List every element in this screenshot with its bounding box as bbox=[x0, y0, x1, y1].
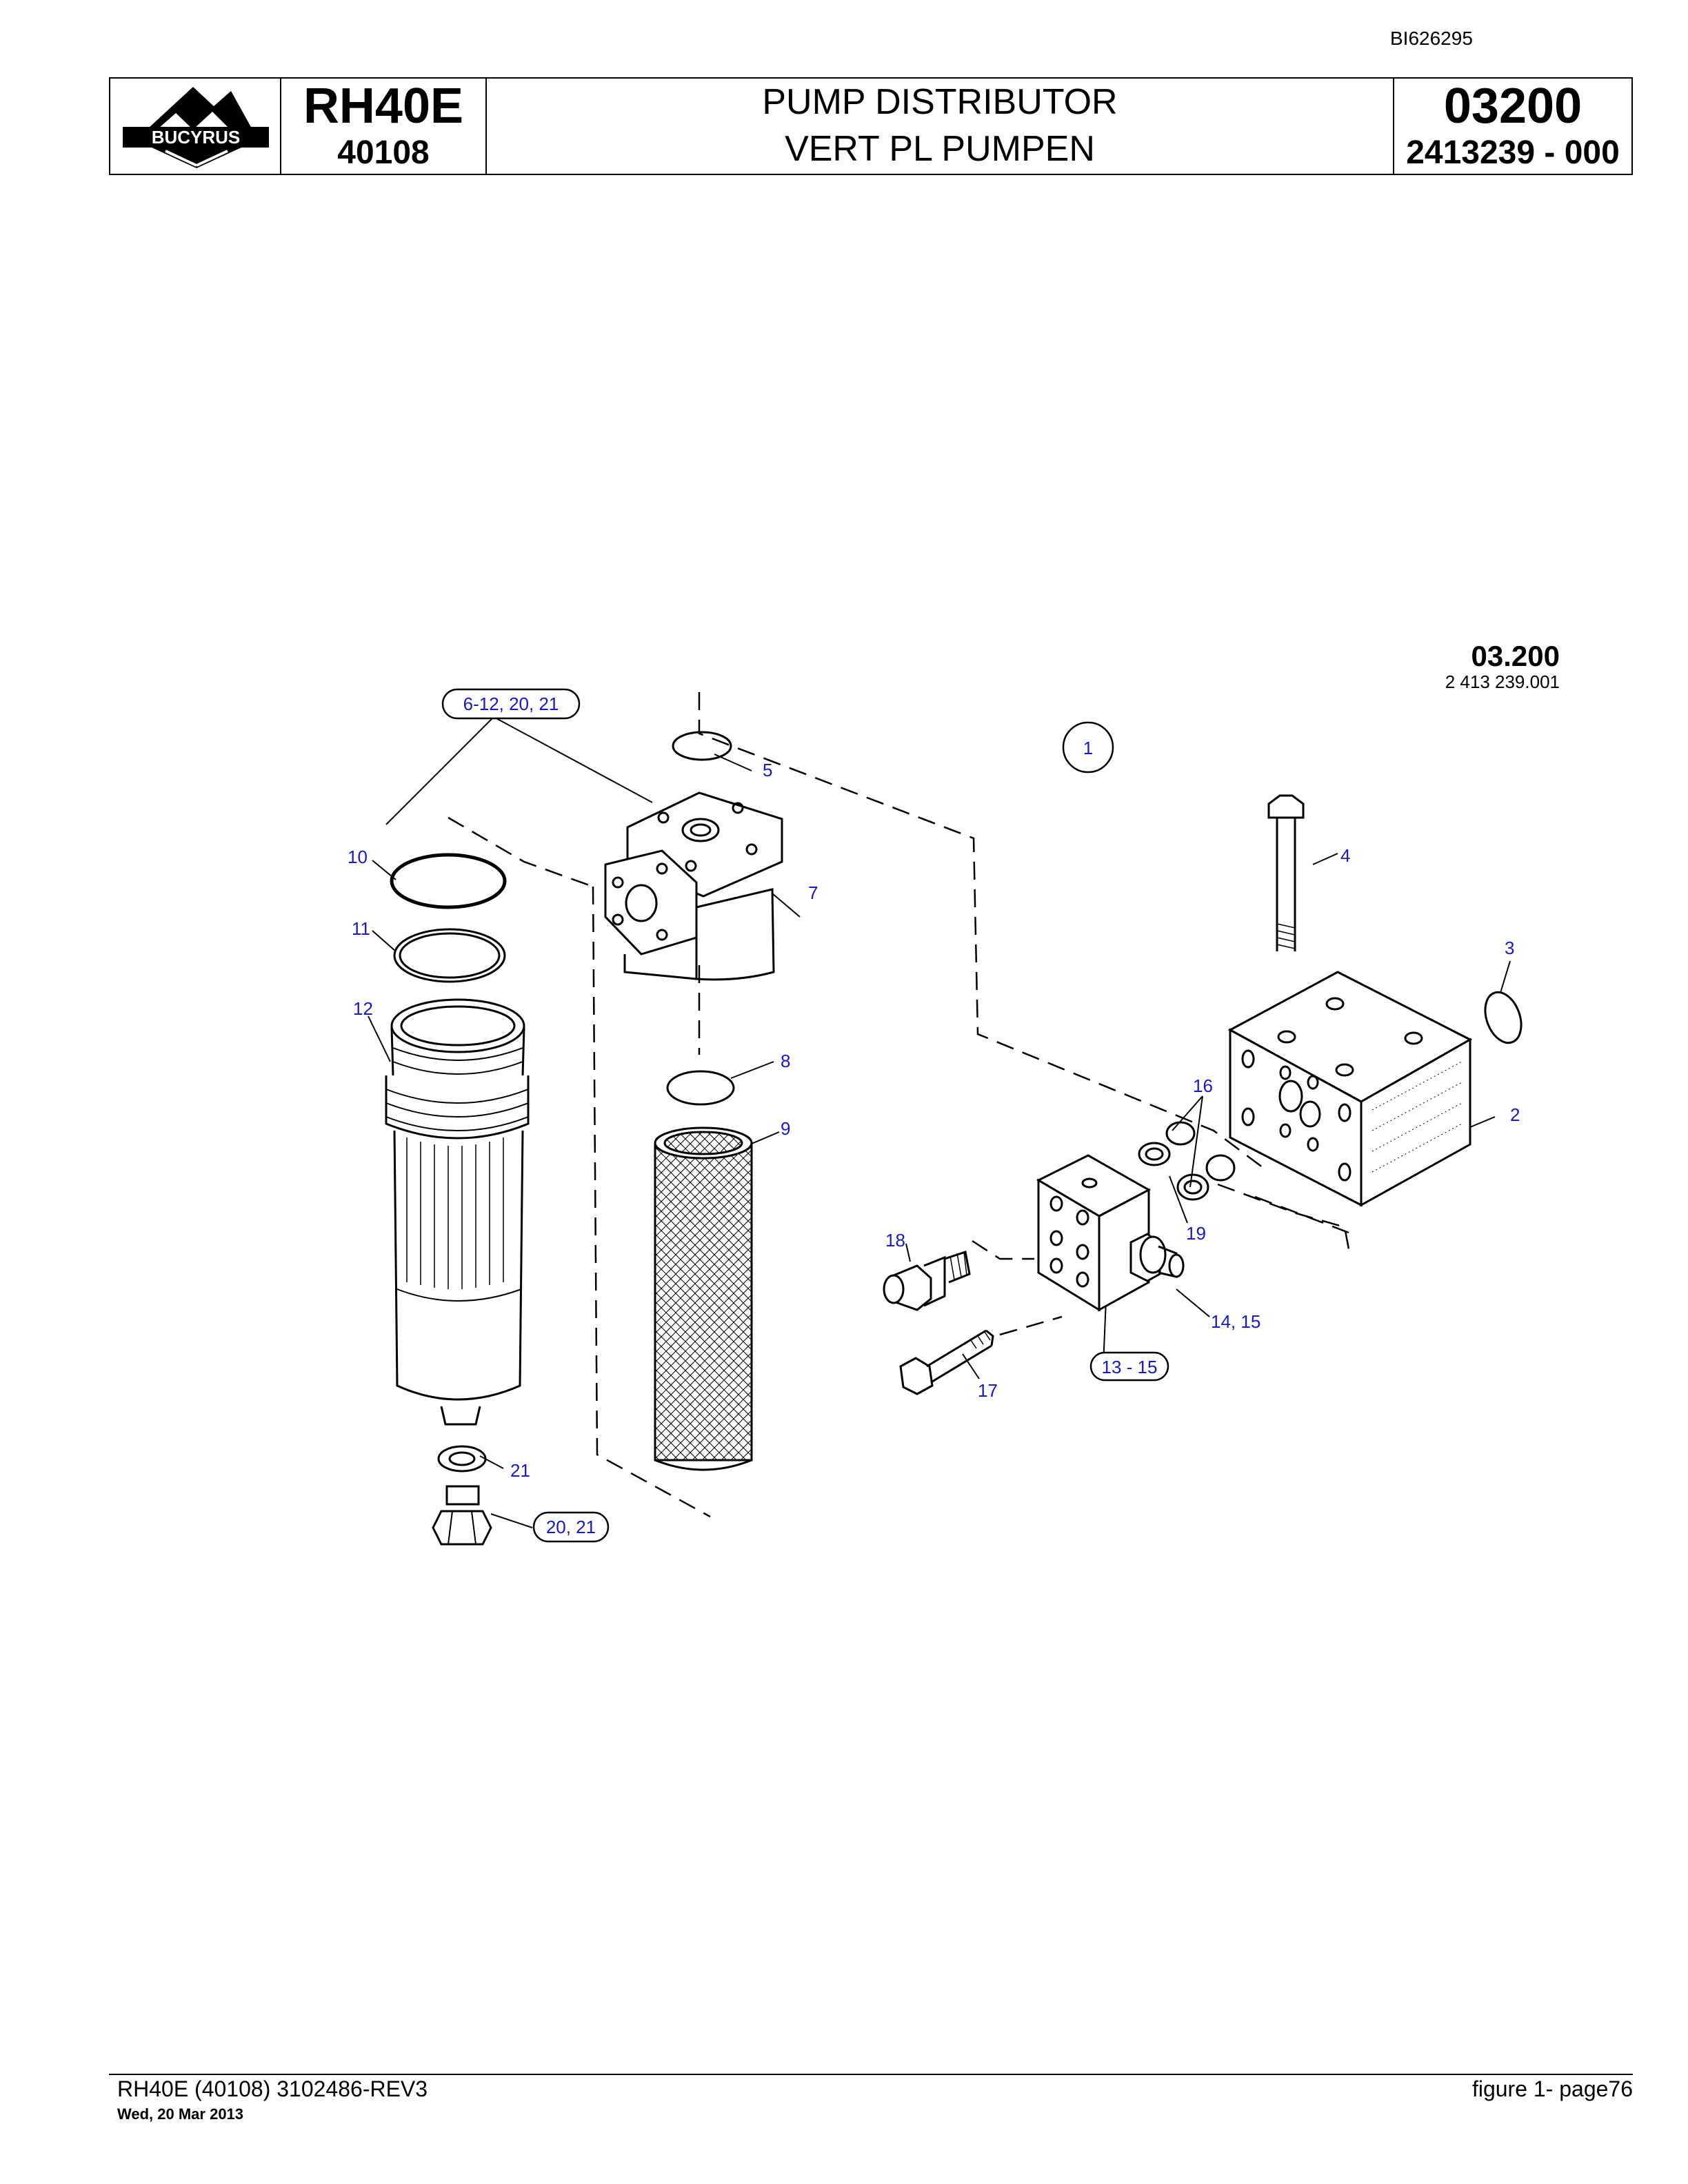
footer-date: Wed, 20 Mar 2013 bbox=[117, 2105, 244, 2123]
callout-7: 7 bbox=[808, 882, 818, 903]
group-number: 03200 bbox=[1443, 79, 1582, 134]
footer-document-reference: RH40E (40108) 3102486-REV3 bbox=[117, 2076, 428, 2101]
screw-17 bbox=[899, 1329, 994, 1395]
figure-sub-reference: 2 413 239.001 bbox=[1445, 671, 1560, 692]
washer-21 bbox=[437, 1445, 487, 1473]
filter-bowl-12 bbox=[385, 998, 530, 1426]
o-ring-3 bbox=[1484, 991, 1523, 1044]
plug-20 bbox=[432, 1485, 492, 1546]
callout-3: 3 bbox=[1505, 938, 1514, 958]
title-cell: PUMP DISTRIBUTOR VERT PL PUMPEN bbox=[487, 79, 1394, 174]
title-block: BUCYRUS RH40E 40108 PUMP DISTRIBUTOR VER… bbox=[109, 77, 1633, 175]
o-ring-8 bbox=[666, 1070, 735, 1106]
document-id: BI626295 bbox=[1390, 28, 1473, 49]
callout-4: 4 bbox=[1340, 845, 1350, 866]
callout-2: 2 bbox=[1510, 1104, 1520, 1125]
callout-16: 16 bbox=[1193, 1075, 1213, 1096]
callout-8: 8 bbox=[781, 1051, 790, 1071]
title-german: VERT PL PUMPEN bbox=[785, 129, 1095, 169]
valve-block-2 bbox=[1227, 971, 1473, 1207]
seal-rings-16-19 bbox=[1138, 1121, 1236, 1201]
callout-9: 9 bbox=[781, 1118, 790, 1139]
callout-19: 19 bbox=[1186, 1223, 1206, 1244]
adapter-block-13 bbox=[1036, 1154, 1152, 1312]
bucyrus-logo: BUCYRUS bbox=[123, 87, 269, 168]
callout-12: 12 bbox=[353, 998, 373, 1019]
figure-reference: 03.200 bbox=[1471, 640, 1560, 672]
o-ring-5 bbox=[672, 731, 732, 761]
footer-page-reference: figure 1- page76 bbox=[1471, 2076, 1633, 2101]
callout-6-12-20-21: 6-12, 20, 21 bbox=[463, 694, 559, 714]
callout-10: 10 bbox=[348, 847, 368, 867]
callout-18: 18 bbox=[885, 1230, 905, 1251]
ring-11 bbox=[393, 928, 506, 983]
callout-11: 11 bbox=[352, 918, 370, 939]
dashed-assembly-lines bbox=[448, 692, 1350, 1518]
boxed-callouts: 6-12, 20, 21 13 - 15 20, 21 1 bbox=[441, 688, 1169, 1543]
part-number: 2413239 - 000 bbox=[1406, 134, 1620, 171]
brand-name: BUCYRUS bbox=[152, 127, 241, 148]
callout-5: 5 bbox=[763, 760, 772, 780]
callouts: 5 7 8 9 10 11 12 4 3 2 16 19 14, 15 18 1… bbox=[348, 760, 1520, 1481]
title-english: PUMP DISTRIBUTOR bbox=[762, 82, 1118, 122]
callout-14-15: 14, 15 bbox=[1211, 1311, 1260, 1332]
fitting-14-15 bbox=[1129, 1233, 1185, 1282]
footer-divider bbox=[109, 2074, 1633, 2075]
model-cell: RH40E 40108 bbox=[281, 79, 487, 174]
callout-13-15: 13 - 15 bbox=[1102, 1357, 1158, 1377]
model-name: RH40E bbox=[303, 79, 464, 134]
fitting-18 bbox=[883, 1251, 971, 1311]
assembly-callout-1: 1 bbox=[1083, 738, 1093, 758]
bolt-4 bbox=[1267, 794, 1305, 951]
leader-lines bbox=[368, 716, 1511, 1528]
brand-logo-cell: BUCYRUS bbox=[110, 79, 281, 174]
callout-20-21: 20, 21 bbox=[546, 1517, 596, 1537]
filter-head-7 bbox=[604, 791, 783, 981]
filter-element-9 bbox=[654, 1126, 753, 1471]
callout-21: 21 bbox=[510, 1460, 530, 1481]
callout-17: 17 bbox=[978, 1380, 998, 1401]
serial-number: 40108 bbox=[337, 134, 430, 171]
group-cell: 03200 2413239 - 000 bbox=[1394, 79, 1631, 174]
o-ring-10 bbox=[390, 853, 507, 909]
